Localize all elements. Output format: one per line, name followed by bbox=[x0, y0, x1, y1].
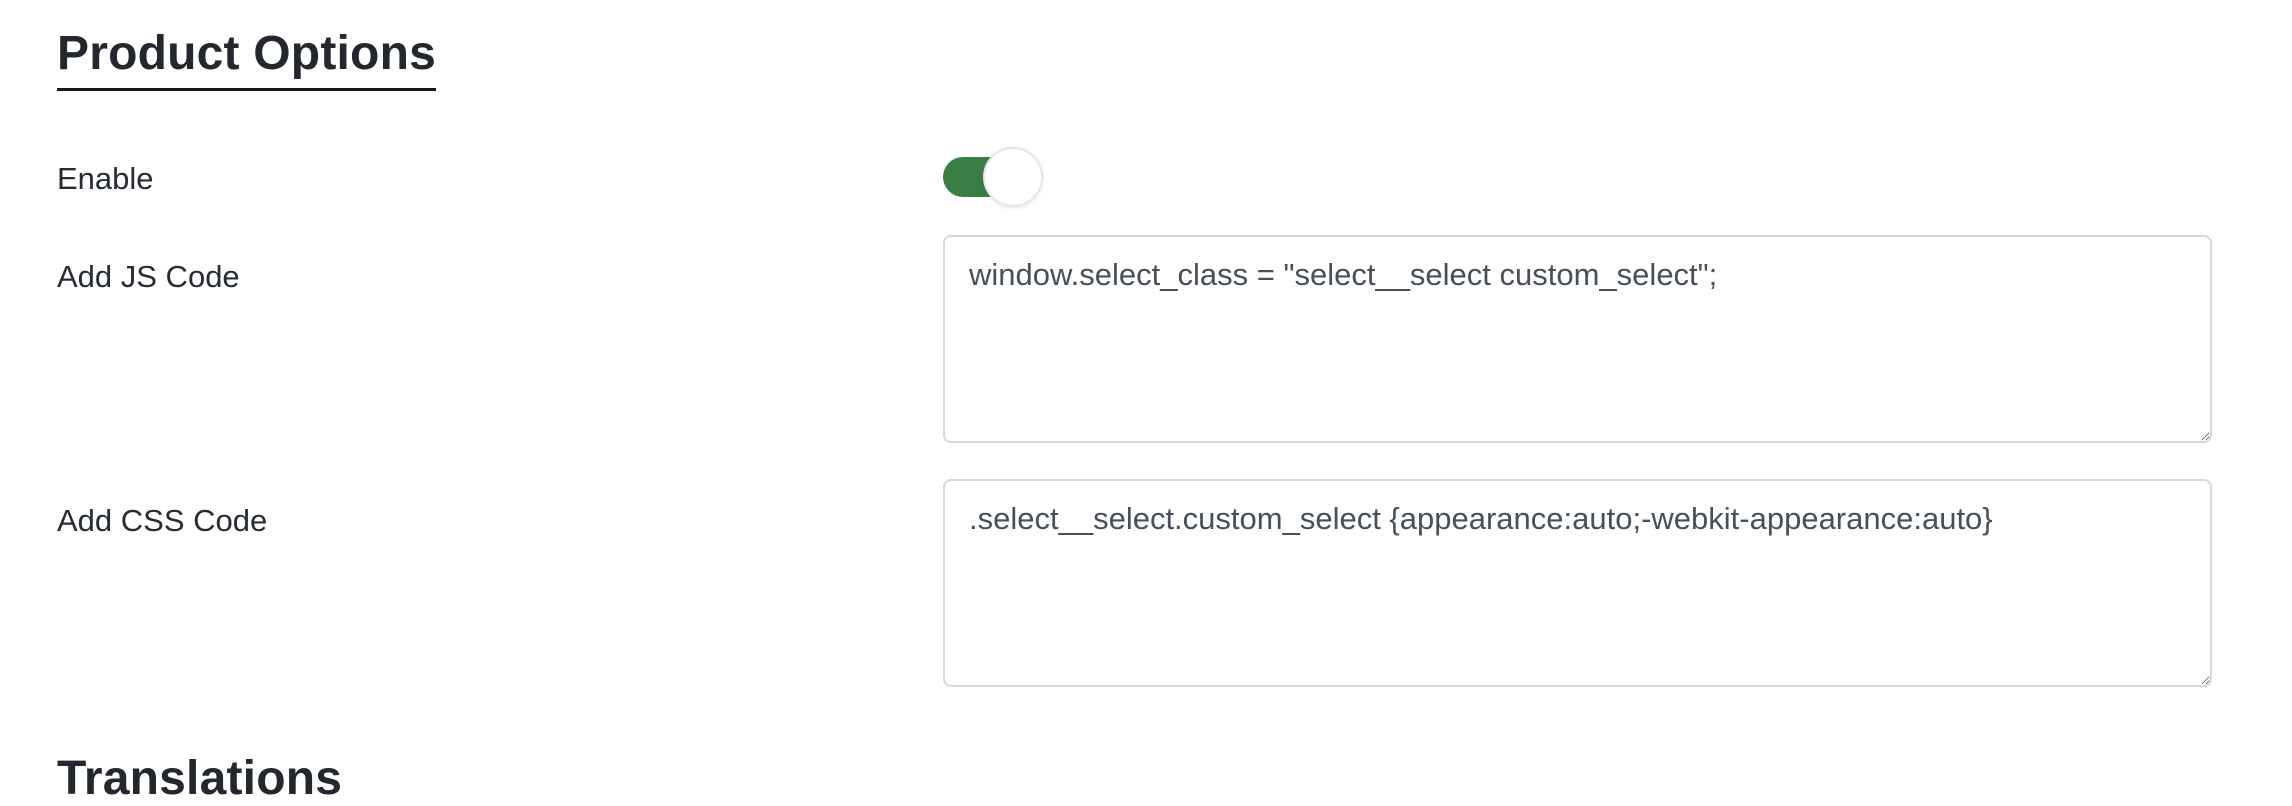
add-js-code-row: Add JS Code window.select_class = "selec… bbox=[57, 235, 2212, 443]
add-js-code-control: window.select_class = "select__select cu… bbox=[943, 235, 2212, 443]
css-code-textarea[interactable]: .select__select.custom_select {appearanc… bbox=[943, 479, 2212, 687]
translations-section: Translations bbox=[57, 753, 2212, 805]
enable-toggle[interactable] bbox=[943, 146, 1043, 207]
js-code-textarea[interactable]: window.select_class = "select__select cu… bbox=[943, 235, 2212, 443]
enable-label: Enable bbox=[57, 161, 154, 196]
add-css-code-label: Add CSS Code bbox=[57, 503, 268, 538]
product-options-section: Product Options Enable Add JS Code windo… bbox=[57, 28, 2212, 687]
add-css-code-control: .select__select.custom_select {appearanc… bbox=[943, 479, 2212, 687]
add-css-code-row: Add CSS Code .select__select.custom_sele… bbox=[57, 479, 2212, 687]
enable-row: Enable bbox=[57, 146, 2212, 209]
enable-control bbox=[943, 146, 2212, 207]
toggle-knob bbox=[983, 146, 1043, 207]
product-options-heading: Product Options bbox=[57, 28, 2212, 91]
add-js-code-label: Add JS Code bbox=[57, 259, 240, 294]
translations-heading: Translations bbox=[57, 752, 343, 805]
product-options-heading-text: Product Options bbox=[57, 28, 436, 91]
